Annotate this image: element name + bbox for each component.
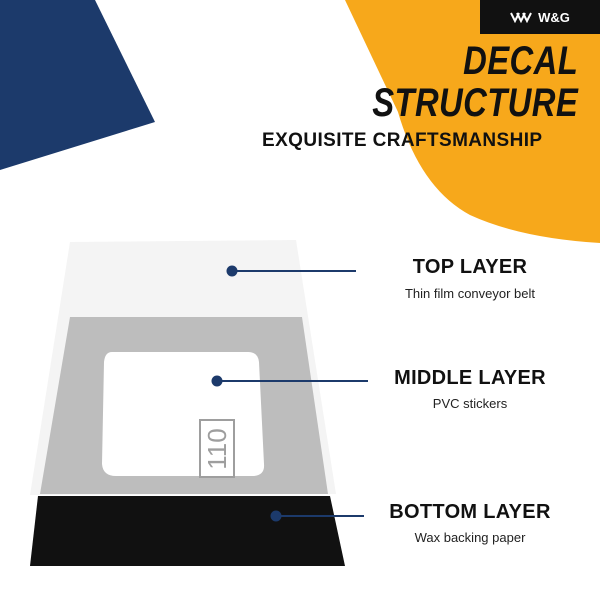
middle-layer-connector <box>211 375 368 387</box>
pvc-sticker <box>102 352 265 476</box>
page-title: DECAL STRUCTURE <box>372 40 578 124</box>
brand-name: W&G <box>538 9 570 25</box>
orange-corner-shape <box>345 0 600 243</box>
page-subtitle: EXQUISITE CRAFTSMANSHIP <box>262 130 543 151</box>
middle-layer-title: MIDDLE LAYER <box>394 367 546 389</box>
title-line-2: STRUCTURE <box>372 81 578 125</box>
top-layer-title: TOP LAYER <box>412 256 528 278</box>
double-chevron-logo-icon <box>510 12 533 23</box>
middle-layer-description: PVC stickers <box>432 396 508 411</box>
top-layer-connector <box>226 265 356 277</box>
top-layer-description: Thin film conveyor belt <box>404 286 536 301</box>
sticker-label-box <box>199 419 235 478</box>
sticker-label: 110 <box>202 428 232 469</box>
brand-logo-bar: W&G <box>480 0 600 34</box>
navy-corner-shape <box>0 0 155 170</box>
bottom-layer-title: BOTTOM LAYER <box>389 501 551 523</box>
bottom-layer-connector <box>270 510 364 522</box>
bottom-layer-paper <box>30 496 345 566</box>
title-line-1: DECAL <box>462 39 578 83</box>
bottom-layer-description: Wax backing paper <box>414 530 526 545</box>
